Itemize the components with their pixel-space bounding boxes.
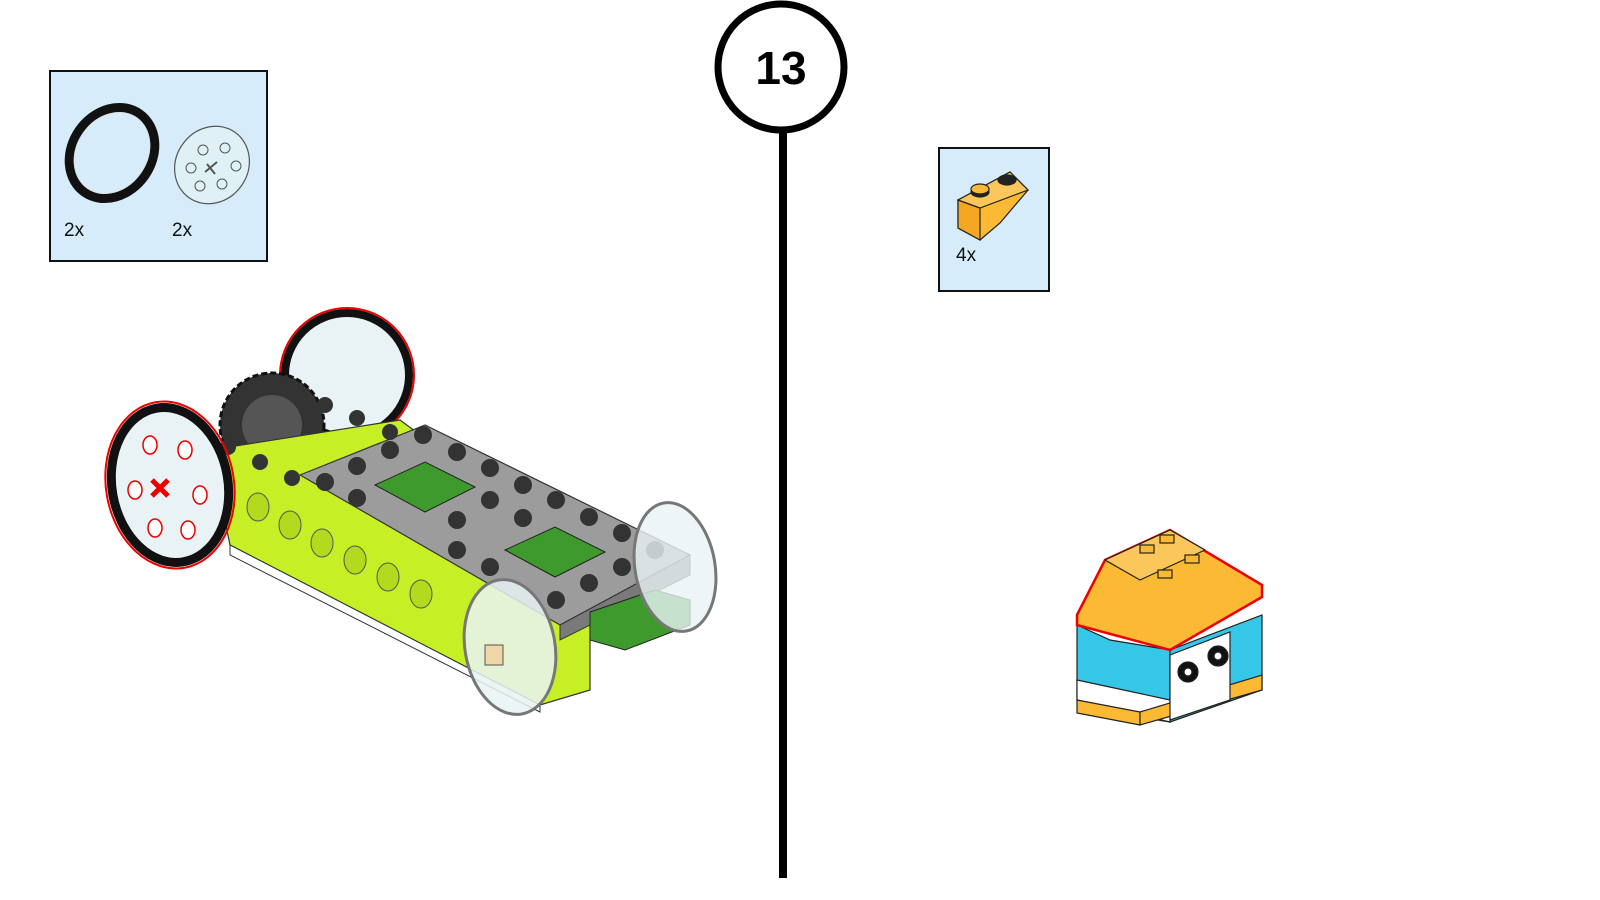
step-divider-line xyxy=(779,130,787,878)
car-model-assembly xyxy=(104,307,718,716)
wheel-hub-quantity: 2x xyxy=(172,220,193,241)
slope-brick-part-icon xyxy=(956,171,1030,242)
back-right-wheel xyxy=(632,501,718,633)
result-model xyxy=(1075,528,1264,726)
front-right-wheel xyxy=(462,578,558,716)
wheel-hub-part-icon xyxy=(174,125,250,205)
front-left-wheel xyxy=(106,403,234,567)
tire-quantity: 2x xyxy=(64,220,85,241)
slope-brick-quantity: 4x xyxy=(956,245,977,266)
tire-part-icon xyxy=(64,102,160,204)
step-number: 13 xyxy=(755,42,807,94)
